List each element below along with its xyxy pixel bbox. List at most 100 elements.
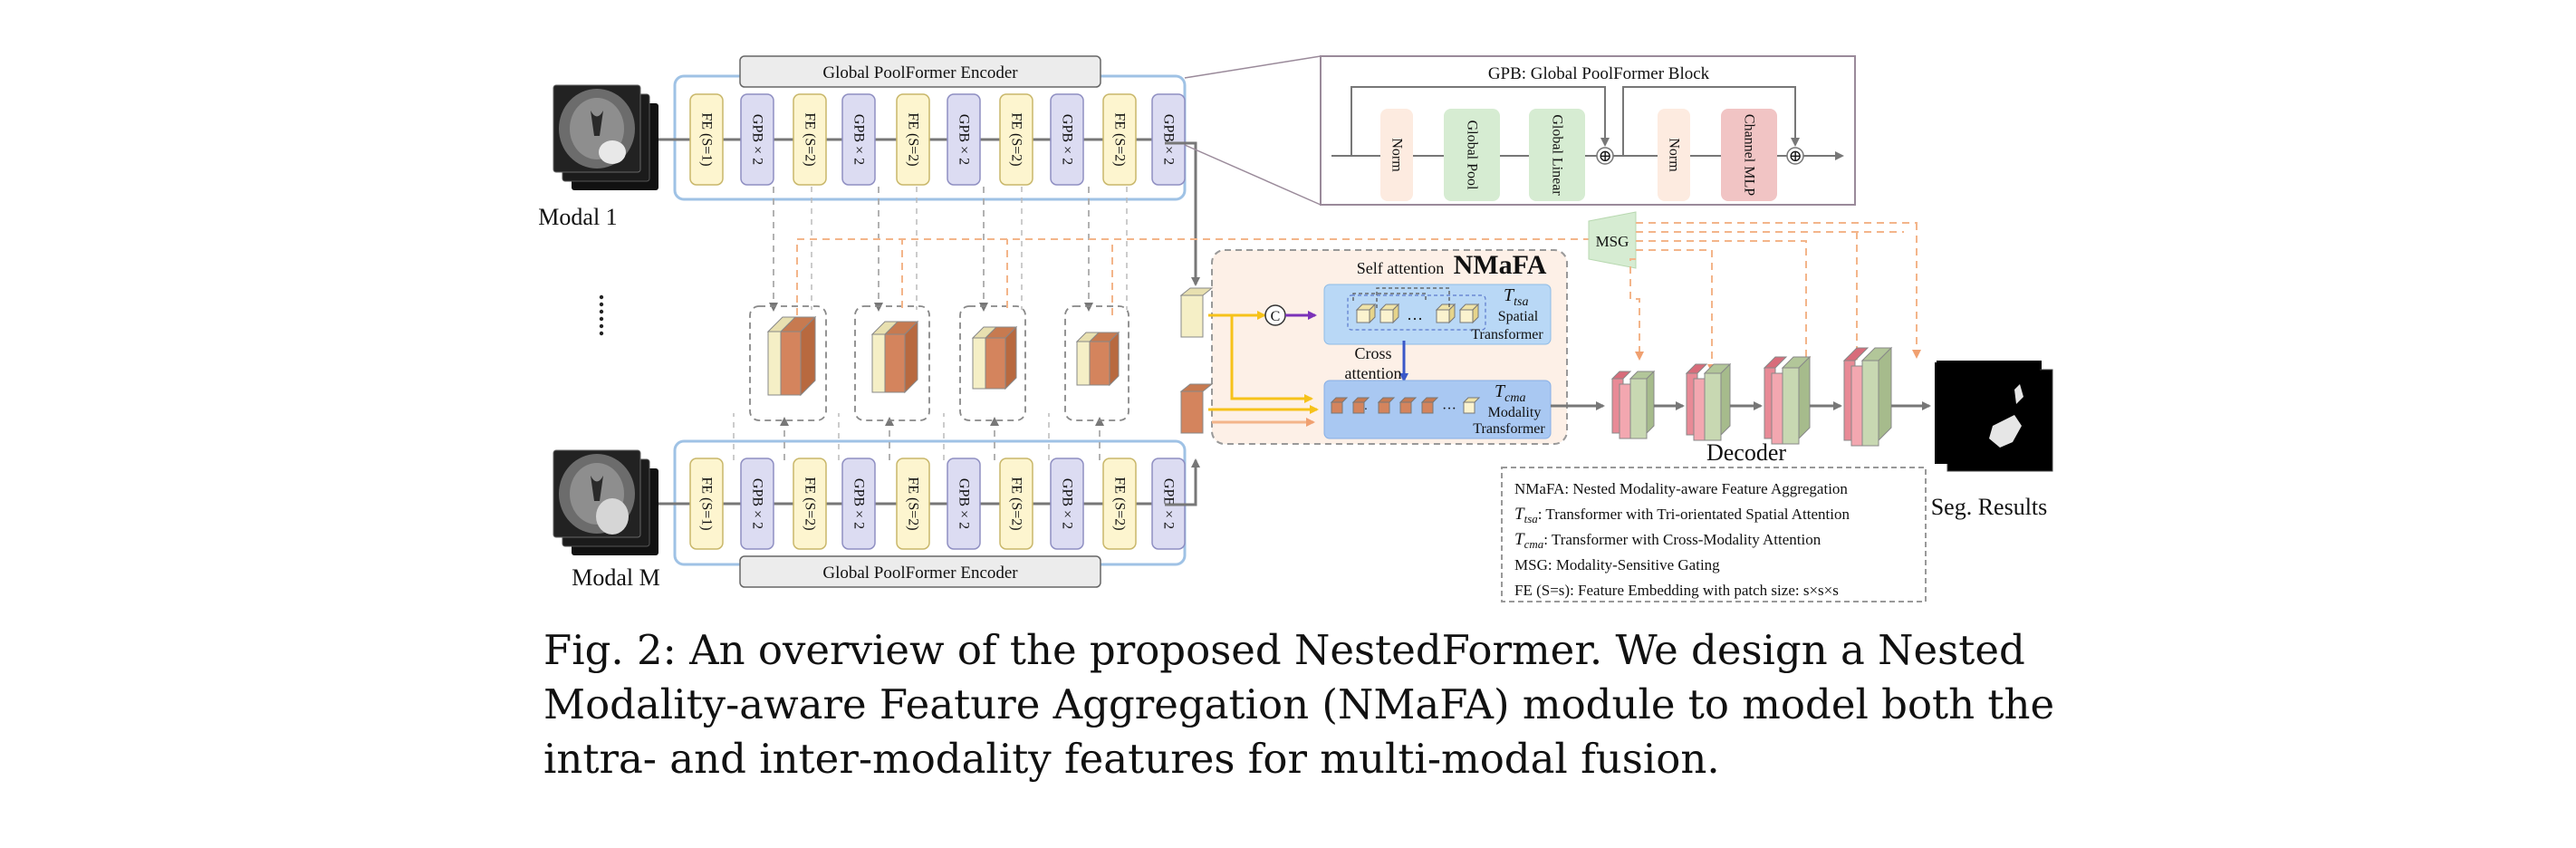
skip-connections (733, 187, 1128, 460)
cross-attention-label-2: attention (1345, 364, 1402, 382)
encoder-top-block-gpb-5: GPB × 2 (947, 93, 981, 186)
encoder-top-block-gpb-7: GPB × 2 (1050, 93, 1084, 186)
encoder-top-block-label-3: GPB × 2 (851, 114, 867, 165)
tsa-desc-2: Transformer (1471, 327, 1543, 342)
cma-cube-4 (1420, 397, 1439, 414)
legend: NMaFA: Nested Modality-aware Feature Agg… (1501, 467, 1927, 602)
encoder-bottom-block-gpb-7: GPB × 2 (1050, 458, 1084, 550)
encoder-top-block-gpb-9: GPB × 2 (1151, 93, 1186, 186)
vertical-dots (599, 294, 604, 336)
encoder-bottom-block-label-6: FE (S=2) (1009, 477, 1024, 530)
seg-results-label: Seg. Results (1931, 494, 2048, 520)
encoder-top-block-label-2: FE (S=2) (803, 112, 818, 166)
nmafa-input-feature-top (1179, 287, 1214, 338)
tsa-cube-1 (1379, 303, 1400, 324)
nmafa-title: NMaFA (1454, 250, 1547, 280)
encoder-top-block-fe-2: FE (S=2) (793, 93, 827, 186)
decoder-stage-0 (1610, 370, 1685, 439)
encoder-bottom: Global PoolFormer Encoder FE (S=1)GPB × … (658, 439, 1187, 588)
encoder-bottom-block-gpb-1: GPB × 2 (740, 458, 774, 550)
decoder-label: Decoder (1706, 439, 1786, 466)
cma-cube-3 (1399, 397, 1418, 414)
cma-cube-5 (1462, 397, 1481, 414)
msg-gate: MSG (1588, 211, 1921, 373)
nestedformer-diagram: Modal 1 Modal M Global PoolFormer Encode… (538, 55, 2053, 602)
cross-attention-label-1: Cross (1354, 344, 1391, 362)
decoder-stage-1 (1685, 362, 1763, 441)
encoder-bottom-block-fe-6: FE (S=2) (999, 458, 1033, 550)
encoder-top-block-fe-0: FE (S=1) (689, 93, 724, 186)
tsa-cube-3 (1458, 303, 1480, 324)
encoder-bottom-block-label-2: FE (S=2) (803, 477, 818, 530)
gpb-block-norm-2: Norm (1667, 138, 1682, 172)
decoder-blocks (1610, 346, 1931, 447)
encoder-bottom-block-label-3: GPB × 2 (851, 478, 867, 529)
gpb-block-norm-1: Norm (1389, 138, 1405, 172)
cma-desc-2: Transformer (1473, 421, 1545, 437)
fused-feature-groups (749, 305, 1129, 421)
tsa-dots: ··· (1407, 310, 1423, 328)
legend-row-4: FE (S=s): Feature Embedding with patch s… (1514, 582, 1839, 599)
cma-cube-2 (1377, 397, 1396, 414)
tsa-symbol: Ttsa (1504, 285, 1528, 309)
self-attention-label: Self attention (1357, 259, 1444, 277)
encoder-top-block-fe-8: FE (S=2) (1102, 93, 1137, 186)
seg-results-stack (1935, 361, 2053, 472)
encoder-bottom-block-label-0: FE (S=1) (699, 477, 715, 530)
cma-desc-1: Modality (1488, 405, 1542, 420)
encoder-top-title: Global PoolFormer Encoder (822, 63, 1018, 82)
encoder-bottom-block-label-5: GPB × 2 (956, 478, 972, 529)
encoder-bottom-block-fe-4: FE (S=2) (896, 458, 930, 550)
encoder-top-block-label-0: FE (S=1) (699, 112, 715, 166)
encoder-bottom-block-fe-2: FE (S=2) (793, 458, 827, 550)
concat-symbol: C (1271, 309, 1281, 324)
decoder-stage-3 (1842, 346, 1931, 447)
encoder-bottom-block-label-7: GPB × 2 (1060, 478, 1075, 529)
cma-token-cubes: ···· (1330, 397, 1481, 417)
mri-stack-modal-1 (553, 84, 658, 190)
encoder-bottom-block-label-4: FE (S=2) (906, 477, 921, 530)
encoder-top-block-label-6: FE (S=2) (1009, 112, 1024, 166)
gpb-detail: GPB: Global PoolFormer Block Norm Global… (1184, 55, 1856, 206)
legend-row-2: Tcma: Transformer with Cross-Modality At… (1514, 530, 1821, 551)
legend-row-1: Ttsa: Transformer with Tri-orientated Sp… (1514, 505, 1850, 525)
encoder-top-block-fe-4: FE (S=2) (896, 93, 930, 186)
encoder-bottom-block-label-1: GPB × 2 (750, 478, 765, 529)
gpb-block-channel-mlp: Channel MLP (1742, 114, 1757, 196)
svg-text:·: · (1364, 403, 1369, 417)
gpb-add-2: ⊕ (1788, 147, 1802, 165)
gpb-block-global-pool: Global Pool (1465, 120, 1480, 190)
encoder-top: Global PoolFormer Encoder FE (S=1) GPB × … (658, 55, 1187, 201)
encoder-top-block-gpb-1: GPB × 2 (740, 93, 774, 186)
encoder-top-block-fe-6: FE (S=2) (999, 93, 1033, 186)
fused-feature-group-0 (749, 305, 827, 421)
tsa-desc-1: Spatial (1498, 309, 1539, 324)
encoder-bottom-block-gpb-5: GPB × 2 (947, 458, 981, 550)
modal-1-label: Modal 1 (538, 204, 617, 230)
encoder-top-block-label-5: GPB × 2 (956, 114, 972, 165)
fused-feature-group-3 (1064, 305, 1129, 421)
nmafa-input-feature-bottom (1179, 383, 1214, 434)
encoder-bottom-block-label-8: FE (S=2) (1112, 477, 1128, 530)
cma-symbol: Tcma (1495, 381, 1525, 405)
tsa-cube-2 (1435, 303, 1456, 324)
gpb-add-1: ⊕ (1598, 147, 1611, 165)
encoder-top-block-gpb-3: GPB × 2 (841, 93, 876, 186)
encoder-bottom-block-gpb-3: GPB × 2 (841, 458, 876, 550)
legend-row-3: MSG: Modality-Sensitive Gating (1514, 556, 1720, 573)
mri-stack-modal-m (553, 449, 658, 555)
encoder-top-block-label-1: GPB × 2 (750, 114, 765, 165)
cma-dots: ··· (1442, 401, 1456, 417)
msg-label: MSG (1596, 233, 1629, 250)
tsa-cube-0 (1355, 303, 1377, 324)
cma-cube-1 (1351, 397, 1370, 414)
fused-feature-group-1 (854, 305, 930, 421)
legend-row-0: NMaFA: Nested Modality-aware Feature Agg… (1514, 480, 1848, 497)
encoder-top-block-label-7: GPB × 2 (1060, 114, 1075, 165)
fused-feature-group-2 (959, 305, 1026, 421)
encoder-bottom-block-fe-0: FE (S=1) (689, 458, 724, 550)
cma-cube-0 (1330, 397, 1349, 414)
encoder-top-block-label-8: FE (S=2) (1112, 112, 1128, 166)
nmafa-module: NMaFA C Self attention ··· Ttsa Spatial … (1179, 249, 1568, 445)
figure-caption: Fig. 2: An overview of the proposed Nest… (543, 626, 2055, 783)
